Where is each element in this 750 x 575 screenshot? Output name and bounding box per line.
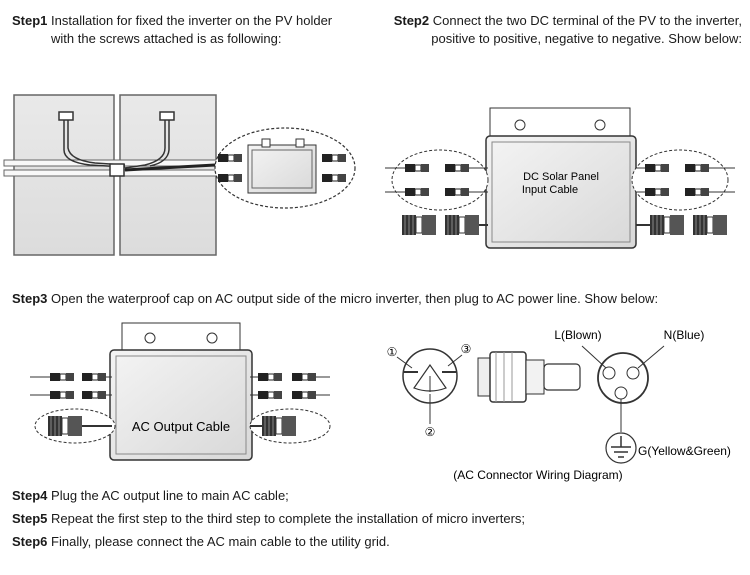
dc-left-ellipse [385,149,489,211]
step4-body: Plug the AC output line to main AC cable… [51,488,289,503]
step6-label: Step6 [12,534,48,549]
step2-line2: positive to positive, negative to negati… [431,31,742,46]
ac-right-ellipse [249,408,331,444]
inverter-step3 [109,322,253,461]
ac-plugs-step2 [401,214,728,236]
step1-text: Step1 Installation for fixed the inverte… [12,12,332,29]
pin-1-label: ① [387,345,398,359]
step4-label: Step4 [12,488,48,503]
step5-body: Repeat the first step to the third step … [51,511,526,526]
ac-connector-side-view [477,351,581,403]
step5-label: Step5 [12,511,48,526]
step1-label: Step1 [12,13,48,28]
wiring-diagram-caption: (AC Connector Wiring Diagram) [453,468,622,482]
step1-line1: Installation for fixed the inverter on t… [51,13,333,28]
dc-input-label-line1: DC Solar Panel [523,171,599,183]
step2-text: Step2 Connect the two DC terminal of the… [394,12,742,29]
step4-text: Step4 Plug the AC output line to main AC… [12,487,289,504]
step6-text: Step6 Finally, please connect the AC mai… [12,533,390,550]
step1-line2: with the screws attached is as following… [51,31,282,46]
dc-input-label-line2: Input Cable [522,184,578,196]
step6-body: Finally, please connect the AC main cabl… [51,534,390,549]
step1-zoom-ellipse [214,127,356,209]
ground-icon [605,432,637,464]
step3-text: Step3 Open the waterproof cap on AC outp… [12,290,658,307]
ac-left-ellipse [34,408,116,444]
wire-n-label: N(Blue) [664,328,705,342]
step2-label: Step2 [393,13,430,28]
pin-3-label: ③ [461,342,472,356]
pin-2-label: ② [425,425,436,439]
step3-label: Step3 [12,291,48,306]
step2-line1: Connect the two DC terminal of the PV to… [432,13,742,28]
connector-wiring-face [581,345,665,432]
wire-g-label: G(Yellow&Green) [638,444,731,458]
dc-connectors-step3 [30,372,330,400]
dc-right-ellipse [631,149,735,211]
connector-pin-face [396,348,463,424]
inverter-step2 [485,107,637,249]
step3-body: Open the waterproof cap on AC output sid… [51,291,659,306]
wire-l-label: L(Blown) [554,328,601,342]
step5-text: Step5 Repeat the first step to the third… [12,510,525,527]
ac-output-cable-label: AC Output Cable [132,419,230,434]
